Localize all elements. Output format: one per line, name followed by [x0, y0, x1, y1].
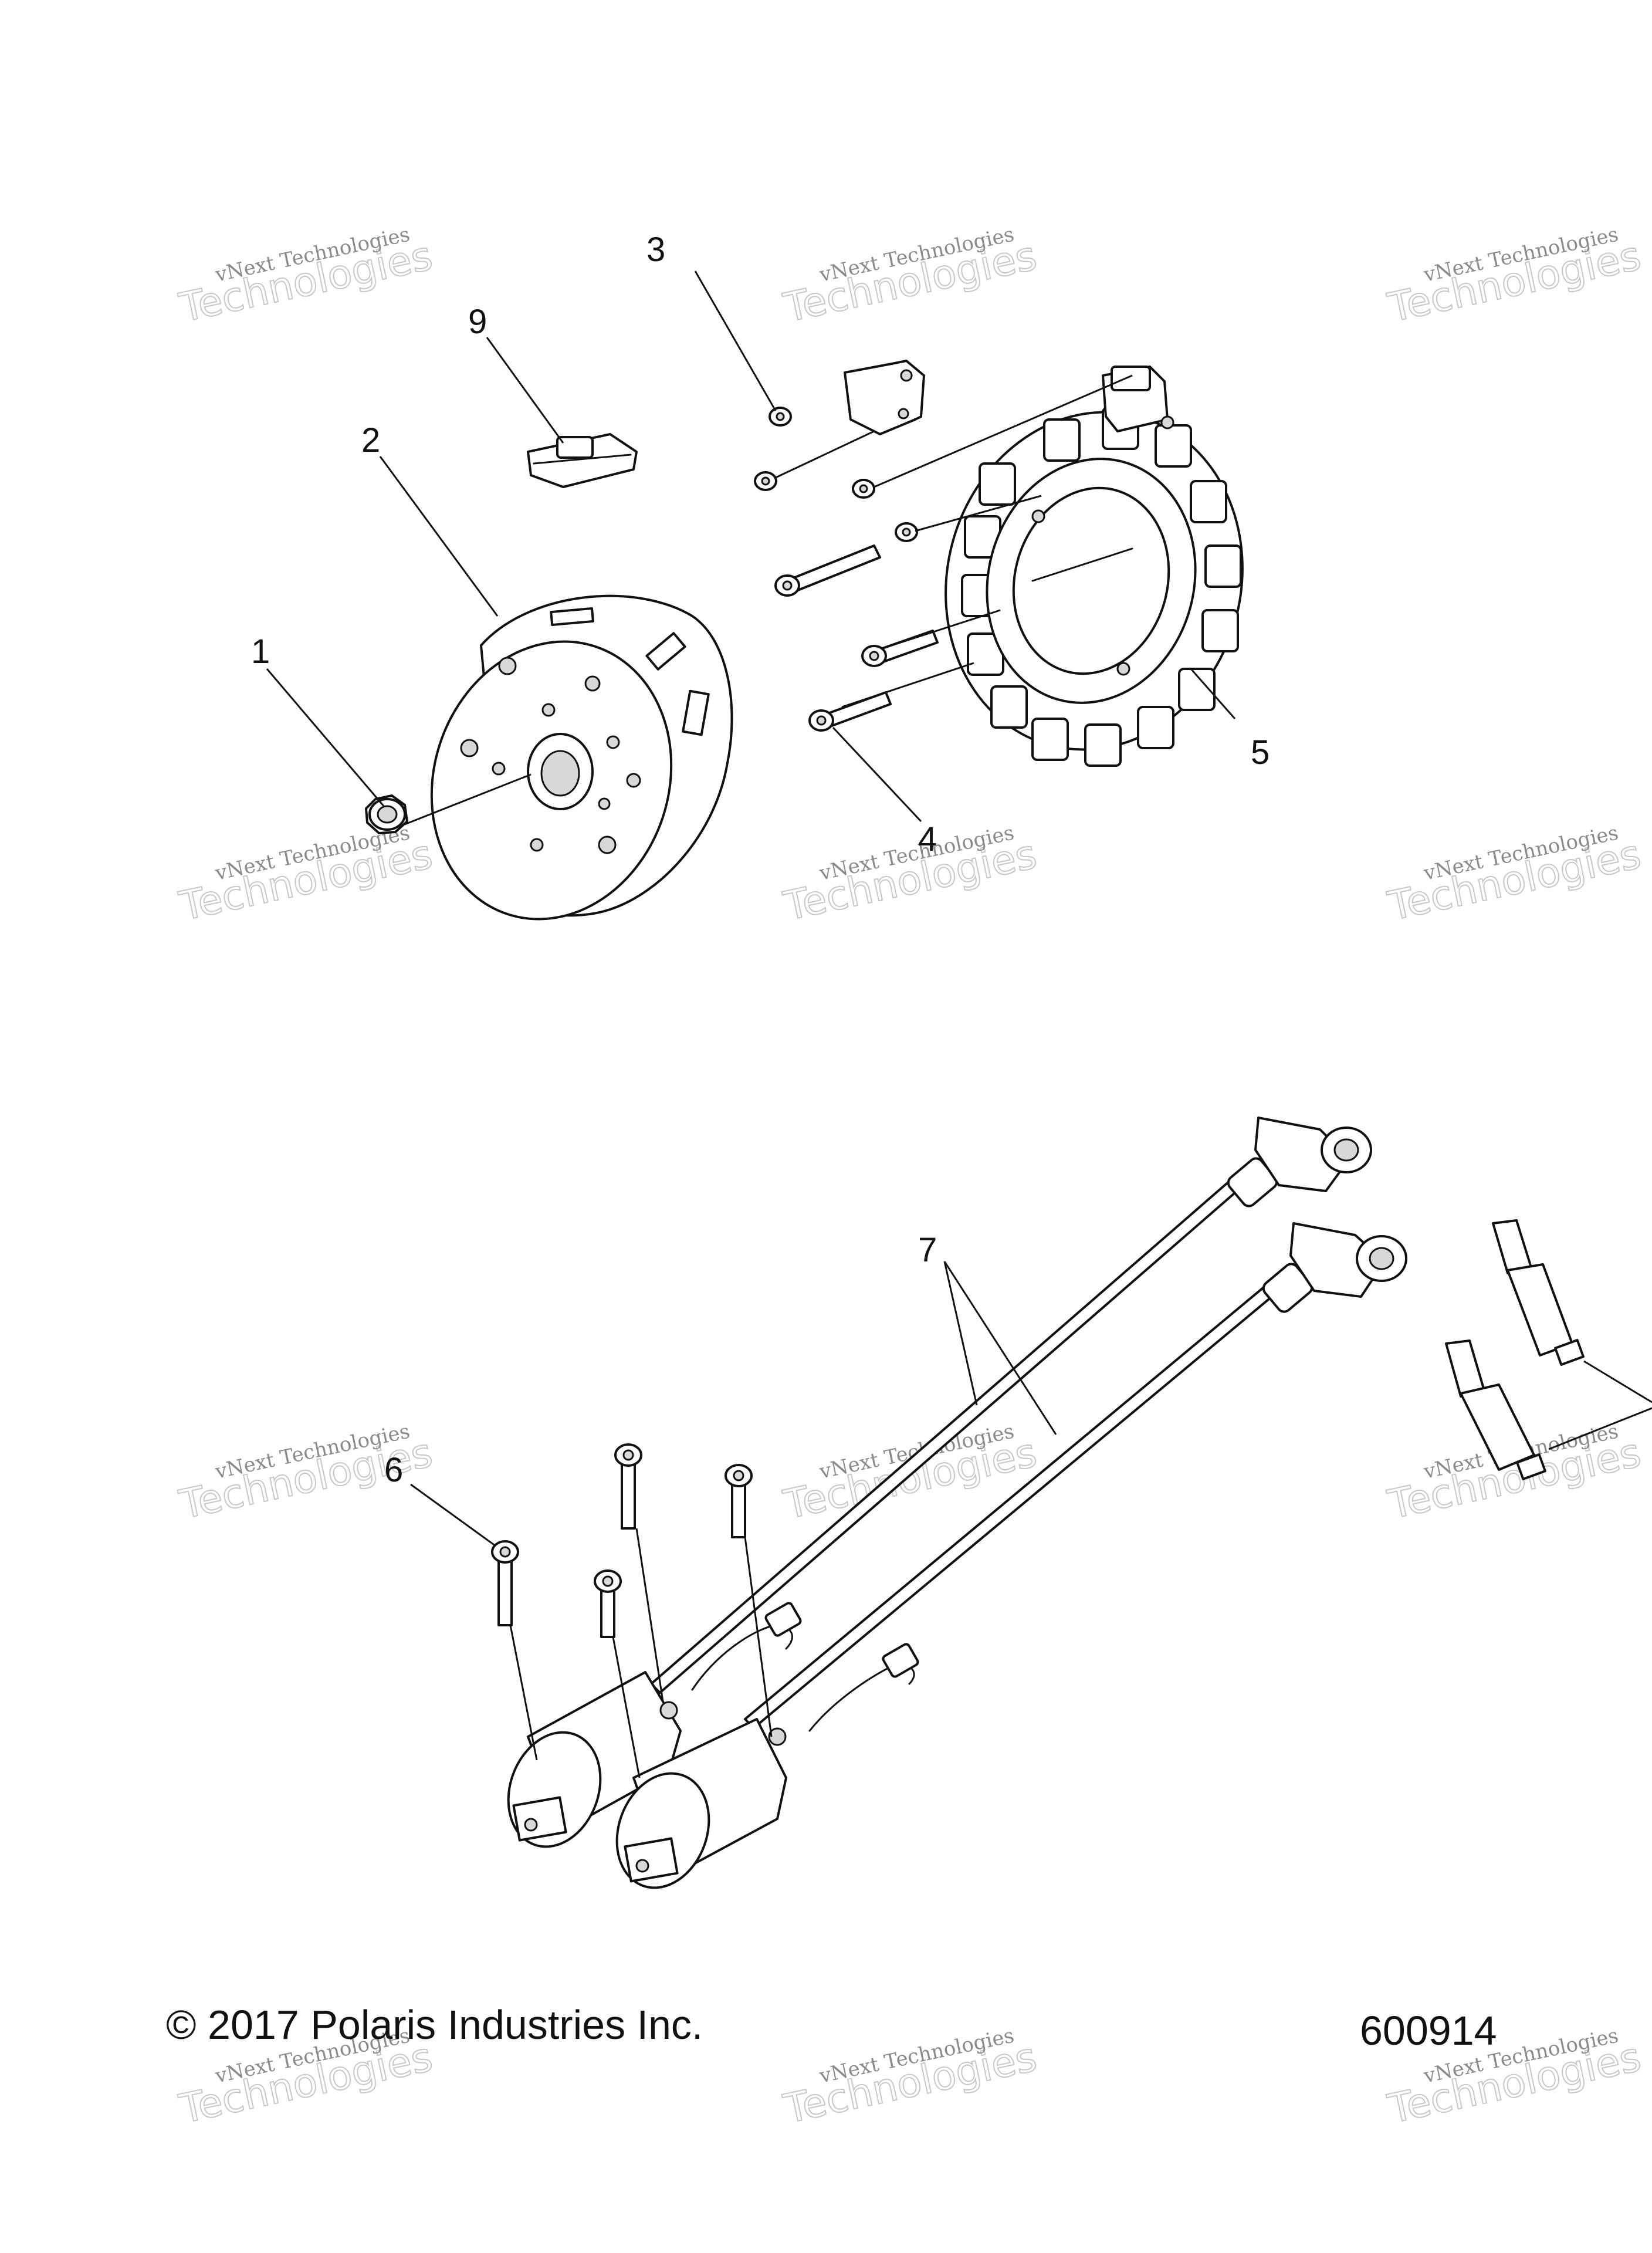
- ignition-coil: [615, 1718, 787, 1889]
- coil-screw: [491, 1540, 519, 1626]
- coil-connectors: [691, 1602, 919, 1732]
- callouts-upper: 1 2 3 4 5 9: [251, 231, 1270, 858]
- screw: [852, 479, 875, 499]
- screw-long: [861, 630, 939, 667]
- callouts-lower: 6 7: [384, 1231, 937, 1489]
- watermark: Technologies vNext Technologies: [779, 821, 1041, 931]
- callout-2: 2: [361, 421, 380, 459]
- flywheel: [430, 594, 733, 921]
- ignition-cables: [650, 1117, 1407, 1729]
- watermark: Technologies vNext Technologies: [1383, 222, 1646, 332]
- stator: [945, 366, 1244, 767]
- flywheel-holes: [460, 657, 641, 854]
- coil-screws: [491, 1443, 753, 1638]
- callout-6: 6: [384, 1451, 403, 1489]
- copyright-text: © 2017 Polaris Industries Inc.: [166, 2002, 703, 2048]
- spark-plugs: [1445, 1219, 1652, 1480]
- callout-3: 3: [646, 231, 665, 269]
- coil-screw: [614, 1443, 642, 1530]
- stator-connector: [1102, 366, 1174, 432]
- spark-plug-cap: [1227, 1117, 1372, 1207]
- coil-screw: [594, 1569, 622, 1638]
- spark-plug-cap: [1262, 1222, 1407, 1313]
- flywheel-nut: [365, 794, 408, 834]
- ignition-coils: [507, 1602, 919, 1889]
- callout-9: 9: [468, 303, 487, 341]
- screw-long: [774, 544, 881, 597]
- screw: [769, 407, 792, 427]
- callout-1: 1: [251, 632, 270, 671]
- figure-number: 600914: [1360, 2008, 1497, 2054]
- leader-lines-lower: [410, 1261, 1057, 1778]
- coil-screw: [725, 1464, 753, 1538]
- watermark: Technologies vNext Technologies: [779, 2024, 1041, 2133]
- callout-4: 4: [918, 820, 937, 858]
- screw: [754, 471, 777, 491]
- watermark: Technologies vNext Technologies: [1383, 821, 1646, 931]
- watermark: Technologies vNext Technologies: [175, 821, 437, 931]
- screw-long: [808, 691, 892, 732]
- stator-poles: [961, 407, 1242, 767]
- watermarks: Technologies vNext Technologies Technolo…: [175, 222, 1646, 2133]
- screws-upper: [754, 407, 939, 732]
- bracket-connector: [844, 360, 925, 435]
- leader-lines-upper: [266, 270, 1236, 826]
- trigger-sensor: [527, 433, 638, 488]
- callout-5: 5: [1251, 733, 1270, 772]
- screw: [895, 522, 918, 542]
- watermark: Technologies vNext Technologies: [779, 222, 1041, 332]
- spark-plug: [1492, 1219, 1585, 1366]
- spark-plug: [1445, 1339, 1546, 1480]
- ignition-coil: [507, 1671, 682, 1848]
- watermark: Technologies vNext Technologies: [175, 222, 437, 332]
- callout-7: 7: [918, 1231, 937, 1269]
